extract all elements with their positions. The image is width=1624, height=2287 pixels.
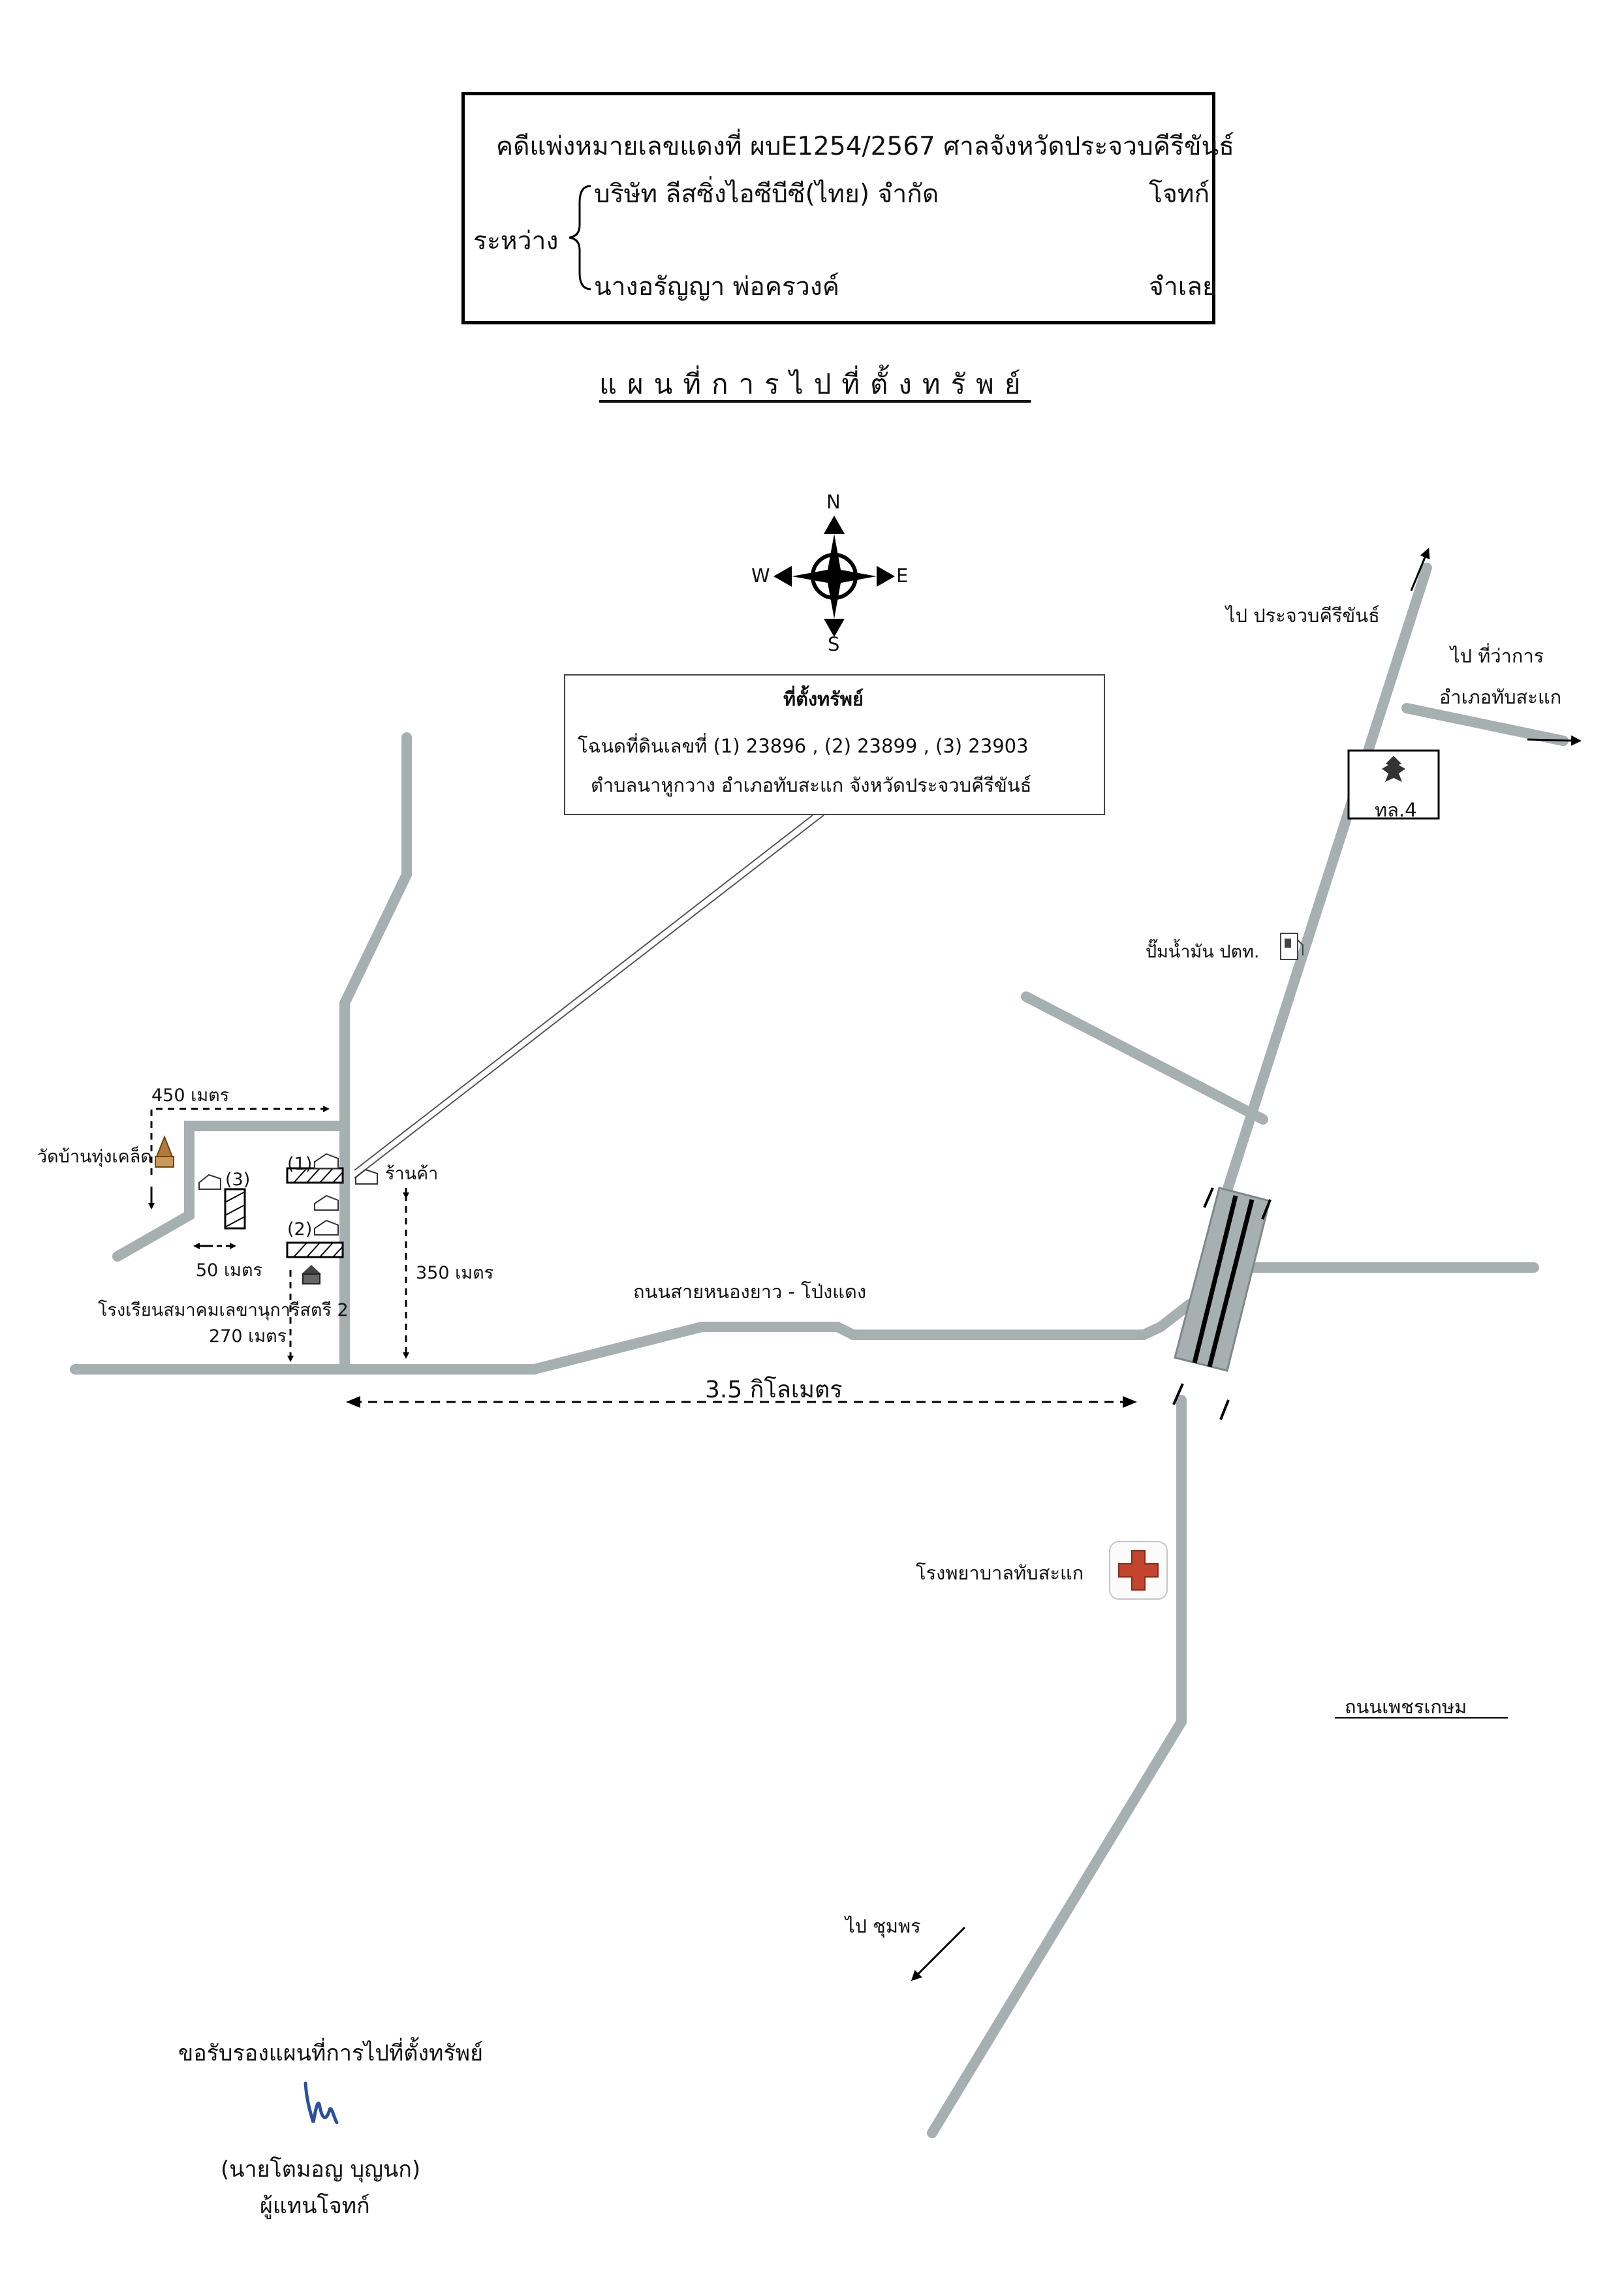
certify-text: ขอรับรองแผนที่การไปที่ตั้งทรัพย์: [178, 2040, 484, 2066]
label-270m: 270 เมตร: [209, 1326, 287, 1346]
highway-sign-label: ทล.4: [1375, 799, 1417, 821]
distance-markers: [148, 1106, 1137, 1408]
signer-name: (นายโตมอญ บุญนก): [221, 2156, 421, 2183]
compass-n: N: [826, 491, 841, 513]
plaintiff-role: โจทก์: [1149, 179, 1210, 209]
compass-s: S: [828, 633, 840, 655]
temple-icon: [155, 1135, 174, 1168]
house-icon: [314, 1153, 339, 1169]
village-road-main: [339, 732, 412, 1375]
gas-pump-icon: [1280, 933, 1304, 960]
location-box: [564, 674, 1105, 815]
label-parcel-1: (1): [287, 1154, 313, 1174]
location-deeds: โฉนดที่ดินเลขที่ (1) 23896 , (2) 23899 ,…: [578, 735, 1029, 757]
label-temple: วัดบ้านทุ่งเคล็ด: [37, 1147, 152, 1167]
label-road-nongyao-pongdaeng: ถนนสายหนองยาว - โป่งแดง: [633, 1281, 866, 1303]
village-road-temple: [112, 1121, 350, 1262]
hospital-icon: [1109, 1541, 1168, 1600]
defendant-name: นางอรัญญา พ่อครวงค์: [594, 272, 839, 302]
case-header-box: [461, 92, 1215, 324]
label-gas-station: ปั๊มน้ำมัน ปตท.: [1146, 942, 1260, 962]
arrow-to-district-office: [1527, 735, 1582, 746]
label-50m: 50 เมตร: [196, 1260, 263, 1281]
highway-sign: [1347, 749, 1440, 820]
road-nw-branch: [1021, 991, 1268, 1125]
label-350m: 350 เมตร: [416, 1263, 494, 1283]
location-address: ตำบลนาหูกวาง อำเภอทับสะแก จังหวัดประจวบค…: [591, 774, 1032, 796]
label-parcel-3: (3): [225, 1170, 251, 1190]
label-school: โรงเรียนสมาคมเลขานุการีสตรี 2: [98, 1300, 349, 1320]
compass-w: W: [751, 565, 770, 587]
label-phetkasem-road: ถนนเพชรเกษม: [1345, 1696, 1467, 1718]
compass-e: E: [896, 565, 909, 587]
arrow-to-chumphon: [911, 1926, 966, 1982]
label-hospital: โรงพยาบาลทับสะแก: [916, 1562, 1084, 1584]
interchange: [1172, 1187, 1272, 1420]
direction-arrows: [911, 548, 1582, 1982]
label-to-chumphon: ไป ชุมพร: [845, 1915, 921, 1937]
case-number-line: คดีแพ่งหมายเลขแดงที่ ผบE1254/2567 ศาลจัง…: [496, 132, 1234, 161]
label-to-prachuap: ไป ประจวบคีรีขันธ์: [1226, 604, 1380, 627]
arrow-to-prachuap: [1410, 548, 1430, 591]
plaintiff-name: บริษัท ลีสซิ่งไอซีบีซี(ไทย) จำกัด: [594, 179, 939, 209]
house-icon: [198, 1174, 221, 1190]
house-icon: [355, 1168, 378, 1185]
road-to-district-office: [1401, 703, 1569, 746]
school-icon: [302, 1265, 321, 1284]
highway-4-south: [927, 1395, 1187, 2138]
road-nongyao-pongdaeng: [70, 1299, 1195, 1375]
land-parcels: [224, 1167, 344, 1258]
pointer-lines: [354, 815, 824, 1179]
highway-4-north: [1215, 563, 1432, 1216]
compass-rose: [773, 516, 895, 637]
roads: [70, 563, 1569, 2138]
house-icon: [314, 1194, 339, 1211]
signature-mark: [304, 2081, 339, 2124]
map-title: แผนที่การไปที่ตั้งทรัพย์: [599, 368, 1031, 400]
defendant-role: จำเลย: [1149, 272, 1217, 302]
label-to-district-office-1: ไป ที่ว่าการ: [1450, 645, 1544, 667]
house-icons: [198, 1153, 378, 1236]
label-to-district-office-2: อำเภอทับสะแก: [1439, 686, 1562, 708]
between-label: ระหว่าง: [473, 226, 559, 256]
signer-role: ผู้แทนโจทก์: [260, 2193, 370, 2219]
location-heading: ที่ตั้งทรัพย์: [783, 688, 864, 710]
label-shop: ร้านค้า: [385, 1164, 439, 1184]
house-icon: [314, 1219, 339, 1236]
label-450m: 450 เมตร: [151, 1085, 230, 1106]
label-parcel-2: (2): [287, 1219, 313, 1239]
label-3-5km: 3.5 กิโลเมตร: [705, 1377, 843, 1403]
